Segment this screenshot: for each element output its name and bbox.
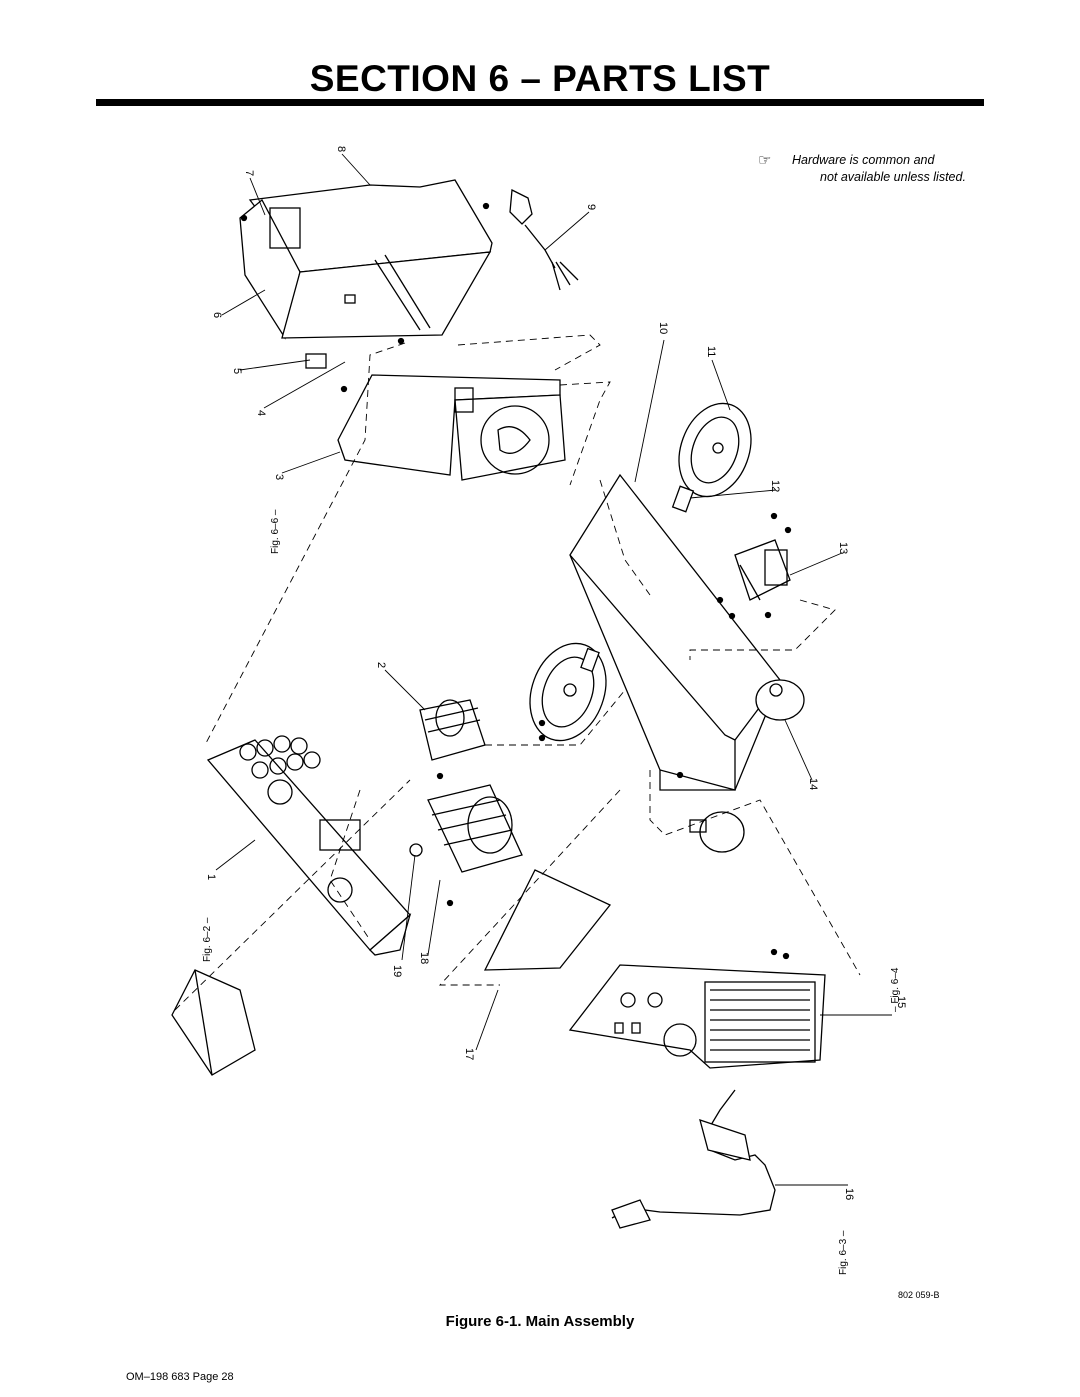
axle-part bbox=[671, 485, 695, 513]
wrapper-cover-part bbox=[239, 179, 493, 340]
figure-caption: Figure 6-1. Main Assembly bbox=[445, 1313, 635, 1330]
wheel-part-right bbox=[678, 402, 752, 498]
callout-7: 7 bbox=[243, 170, 255, 176]
front-panel-part bbox=[568, 964, 826, 1069]
figref-part-3: Fig. 6–6 – bbox=[270, 509, 281, 554]
assembly-dash-lines bbox=[174, 334, 861, 1011]
inductor-part bbox=[419, 699, 486, 761]
base-panel-part bbox=[569, 473, 781, 791]
transformer-part bbox=[427, 784, 523, 873]
hardware-note: ☞ Hardware is common and not available u… bbox=[758, 152, 966, 186]
callout-14: 14 bbox=[807, 778, 819, 790]
drawing-number: 802 059-B bbox=[898, 1290, 940, 1300]
callout-18: 18 bbox=[418, 952, 430, 964]
wheel-part-left bbox=[529, 642, 607, 742]
rectifier-part bbox=[734, 539, 791, 601]
callout-17: 17 bbox=[463, 1048, 475, 1060]
title-rule bbox=[96, 99, 984, 106]
callout-4: 4 bbox=[255, 410, 267, 416]
callout-6: 6 bbox=[211, 312, 223, 318]
callout-10: 10 bbox=[657, 322, 669, 334]
welding-gun-part bbox=[611, 1089, 776, 1229]
pointing-hand-icon: ☞ bbox=[758, 152, 772, 169]
callout-16: 16 bbox=[843, 1188, 855, 1200]
callout-12: 12 bbox=[769, 480, 781, 492]
figref-part-1: Fig. 6–2 – bbox=[202, 917, 213, 962]
lead-box-part bbox=[171, 969, 256, 1076]
page-footer: OM–198 683 Page 28 bbox=[126, 1371, 234, 1383]
figref-part-15: – Fig. 6–4 bbox=[890, 967, 901, 1012]
callout-1: 1 bbox=[205, 874, 217, 880]
callout-9: 9 bbox=[585, 204, 597, 210]
callout-3: 3 bbox=[273, 474, 285, 480]
hardware-screws bbox=[240, 202, 792, 960]
note-line-2: not available unless listed. bbox=[820, 170, 966, 184]
callout-2: 2 bbox=[375, 662, 387, 668]
callout-leaders bbox=[215, 153, 892, 1186]
section-title: SECTION 6 – PARTS LIST bbox=[309, 58, 771, 99]
callout-11: 11 bbox=[705, 346, 717, 357]
fan-shroud-part bbox=[337, 374, 566, 481]
bushing-part bbox=[409, 843, 423, 857]
callout-15: 15 bbox=[895, 996, 907, 1008]
callout-5: 5 bbox=[231, 368, 243, 374]
control-board-part bbox=[206, 735, 412, 956]
terminal-block-part bbox=[305, 353, 327, 369]
callout-13: 13 bbox=[837, 542, 849, 554]
callout-19: 19 bbox=[391, 965, 403, 977]
callout-8: 8 bbox=[335, 146, 347, 152]
caster-part bbox=[689, 679, 805, 853]
note-line-1: Hardware is common and bbox=[792, 153, 935, 167]
power-cord-part bbox=[509, 188, 579, 291]
figref-part-16: Fig. 6–3 – bbox=[838, 1230, 849, 1275]
baffle-part bbox=[483, 869, 612, 971]
